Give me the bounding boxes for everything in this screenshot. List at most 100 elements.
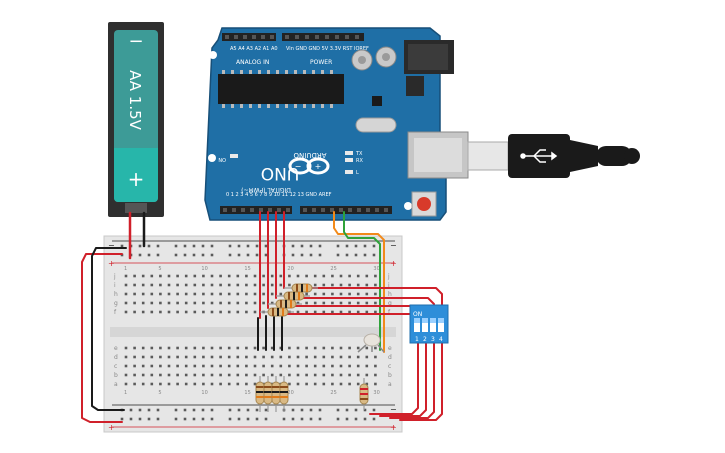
breadboard-hole[interactable] [202,346,205,350]
breadboard-hole[interactable] [288,274,291,278]
breadboard-hole[interactable] [309,253,313,257]
dip-toggle-2[interactable] [422,318,428,332]
breadboard-hole[interactable] [141,301,145,305]
breadboard-hole[interactable] [246,253,250,257]
breadboard-hole[interactable] [210,373,214,377]
breadboard-hole[interactable] [291,417,295,421]
breadboard-hole[interactable] [150,355,154,359]
breadboard-hole[interactable] [245,283,248,287]
breadboard-hole[interactable] [236,310,240,314]
breadboard-hole[interactable] [124,283,128,287]
breadboard-hole[interactable] [124,301,128,305]
breadboard-hole[interactable] [147,244,151,248]
breadboard-hole[interactable] [322,301,326,305]
breadboard-hole[interactable] [236,283,240,287]
breadboard-hole[interactable] [133,346,136,350]
usb-cable[interactable] [467,134,640,178]
breadboard-hole[interactable] [255,253,259,257]
breadboard-hole[interactable] [270,283,274,287]
breadboard-hole[interactable] [305,346,308,350]
breadboard-hole[interactable] [345,244,349,248]
arduino-uno[interactable]: A5 A4 A3 A2 A1 A0 ANALOG IN Vin GND GND … [204,27,469,221]
breadboard-hole[interactable] [262,355,265,359]
wire-dip-4[interactable] [275,313,419,415]
resistor[interactable] [255,376,265,412]
breadboard-hole[interactable] [345,253,349,257]
breadboard-hole[interactable] [374,364,377,368]
breadboard-hole[interactable] [322,355,326,359]
breadboard-hole[interactable] [124,355,128,359]
breadboard-hole[interactable] [129,417,133,421]
breadboard-hole[interactable] [167,346,171,350]
breadboard-hole[interactable] [339,364,343,368]
breadboard-hole[interactable] [156,253,160,257]
breadboard-hole[interactable] [348,310,351,314]
breadboard-hole[interactable] [322,373,326,377]
breadboard-hole[interactable] [184,382,188,386]
breadboard-hole[interactable] [176,346,179,350]
breadboard-hole[interactable] [270,346,274,350]
breadboard-hole[interactable] [365,382,369,386]
breadboard-hole[interactable] [300,408,304,412]
breadboard-hole[interactable] [255,408,259,412]
breadboard-hole[interactable] [133,283,136,287]
breadboard-hole[interactable] [184,283,188,287]
breadboard-hole[interactable] [150,346,154,350]
breadboard-hole[interactable] [305,310,308,314]
breadboard-hole[interactable] [176,283,179,287]
breadboard-hole[interactable] [363,244,367,248]
breadboard-hole[interactable] [219,274,222,278]
breadboard-hole[interactable] [374,274,377,278]
breadboard-hole[interactable] [291,244,295,248]
breadboard-hole[interactable] [354,244,358,248]
breadboard-hole[interactable] [138,253,142,257]
breadboard-hole[interactable] [219,355,222,359]
breadboard-hole[interactable] [313,373,317,377]
reset-button-cap[interactable] [417,197,431,211]
breadboard-hole[interactable] [202,364,205,368]
breadboard-hole[interactable] [348,283,351,287]
breadboard-hole[interactable] [270,301,274,305]
breadboard-hole[interactable] [210,346,214,350]
breadboard-hole[interactable] [184,274,188,278]
breadboard-hole[interactable] [253,301,257,305]
wire-rail-minus-jumper[interactable] [91,247,127,411]
breadboard-hole[interactable] [141,364,145,368]
breadboard-hole[interactable] [313,292,317,296]
wire-gnd[interactable] [343,211,381,351]
breadboard-hole[interactable] [184,346,188,350]
breadboard-hole[interactable] [255,417,259,421]
breadboard-hole[interactable] [150,382,154,386]
breadboard-hole[interactable] [174,253,178,257]
breadboard-hole[interactable] [365,346,369,350]
breadboard-hole[interactable] [356,364,360,368]
breadboard-hole[interactable] [339,283,343,287]
breadboard-hole[interactable] [147,417,151,421]
breadboard-hole[interactable] [345,417,349,421]
breadboard-hole[interactable] [133,301,136,305]
breadboard-hole[interactable] [305,373,308,377]
breadboard-hole[interactable] [133,364,136,368]
breadboard-hole[interactable] [313,364,317,368]
breadboard-hole[interactable] [184,310,188,314]
breadboard-hole[interactable] [288,355,291,359]
breadboard-hole[interactable] [245,310,248,314]
breadboard-hole[interactable] [356,274,360,278]
breadboard-hole[interactable] [156,408,160,412]
breadboard-hole[interactable] [174,408,178,412]
breadboard-hole[interactable] [264,253,268,257]
breadboard-hole[interactable] [322,346,326,350]
breadboard-hole[interactable] [147,253,151,257]
breadboard-hole[interactable] [167,355,171,359]
dip-toggle-3[interactable] [430,318,436,332]
breadboard-hole[interactable] [322,364,326,368]
breadboard-hole[interactable] [237,253,241,257]
breadboard-hole[interactable] [363,408,367,412]
breadboard-hole[interactable] [167,310,171,314]
breadboard-hole[interactable] [296,382,300,386]
breadboard-hole[interactable] [318,408,322,412]
breadboard-hole[interactable] [245,382,248,386]
breadboard-hole[interactable] [159,310,162,314]
wire-dip-3[interactable] [283,305,427,417]
breadboard-hole[interactable] [174,417,178,421]
